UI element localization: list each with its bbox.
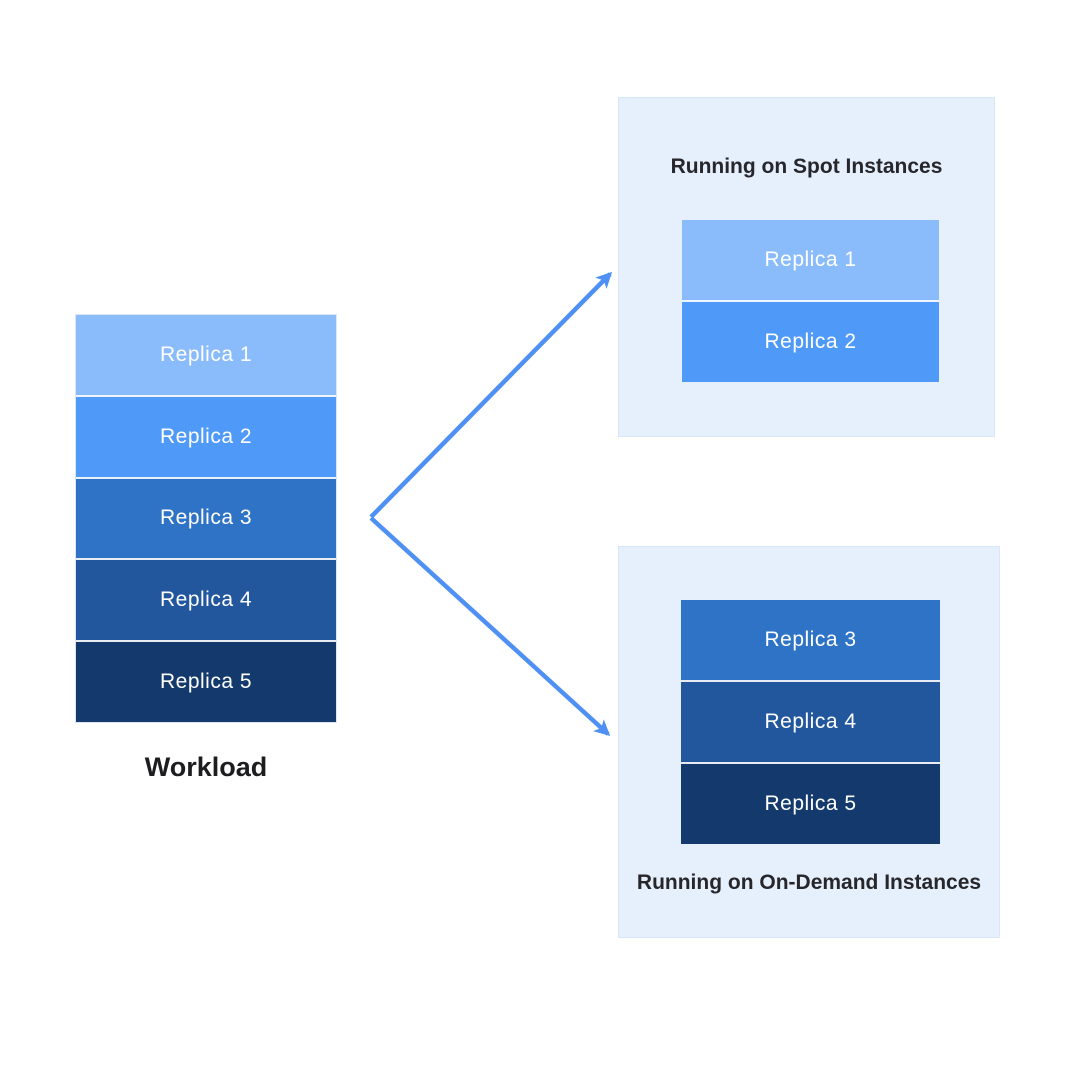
replica-bar: Replica 1 bbox=[682, 220, 939, 300]
replica-bar: Replica 2 bbox=[682, 300, 939, 382]
replica-bar: Replica 4 bbox=[76, 558, 336, 641]
replica-bar: Replica 1 bbox=[76, 315, 336, 395]
replica-bar: Replica 4 bbox=[681, 680, 940, 762]
spot-replica-stack: Replica 1 Replica 2 bbox=[682, 220, 939, 382]
replica-bar: Replica 2 bbox=[76, 394, 336, 477]
workload-stack: Replica 1 Replica 2 Replica 3 Replica 4 … bbox=[76, 315, 336, 722]
ondemand-instances-panel: Replica 3 Replica 4 Replica 5 Running on… bbox=[618, 546, 1000, 938]
spot-instances-panel: Running on Spot Instances Replica 1 Repl… bbox=[618, 97, 995, 437]
arrow-to-spot bbox=[369, 271, 613, 519]
replica-bar: Replica 3 bbox=[681, 600, 940, 680]
workload-title: Workload bbox=[144, 752, 268, 782]
ondemand-panel-title: Running on On-Demand Instances bbox=[636, 871, 982, 894]
replica-bar: Replica 5 bbox=[681, 762, 940, 844]
replica-bar: Replica 3 bbox=[76, 476, 336, 559]
arrow-to-ondemand bbox=[369, 516, 611, 737]
replica-bar: Replica 5 bbox=[76, 640, 336, 722]
ondemand-replica-stack: Replica 3 Replica 4 Replica 5 bbox=[681, 600, 940, 844]
spot-panel-title: Running on Spot Instances bbox=[670, 155, 943, 178]
